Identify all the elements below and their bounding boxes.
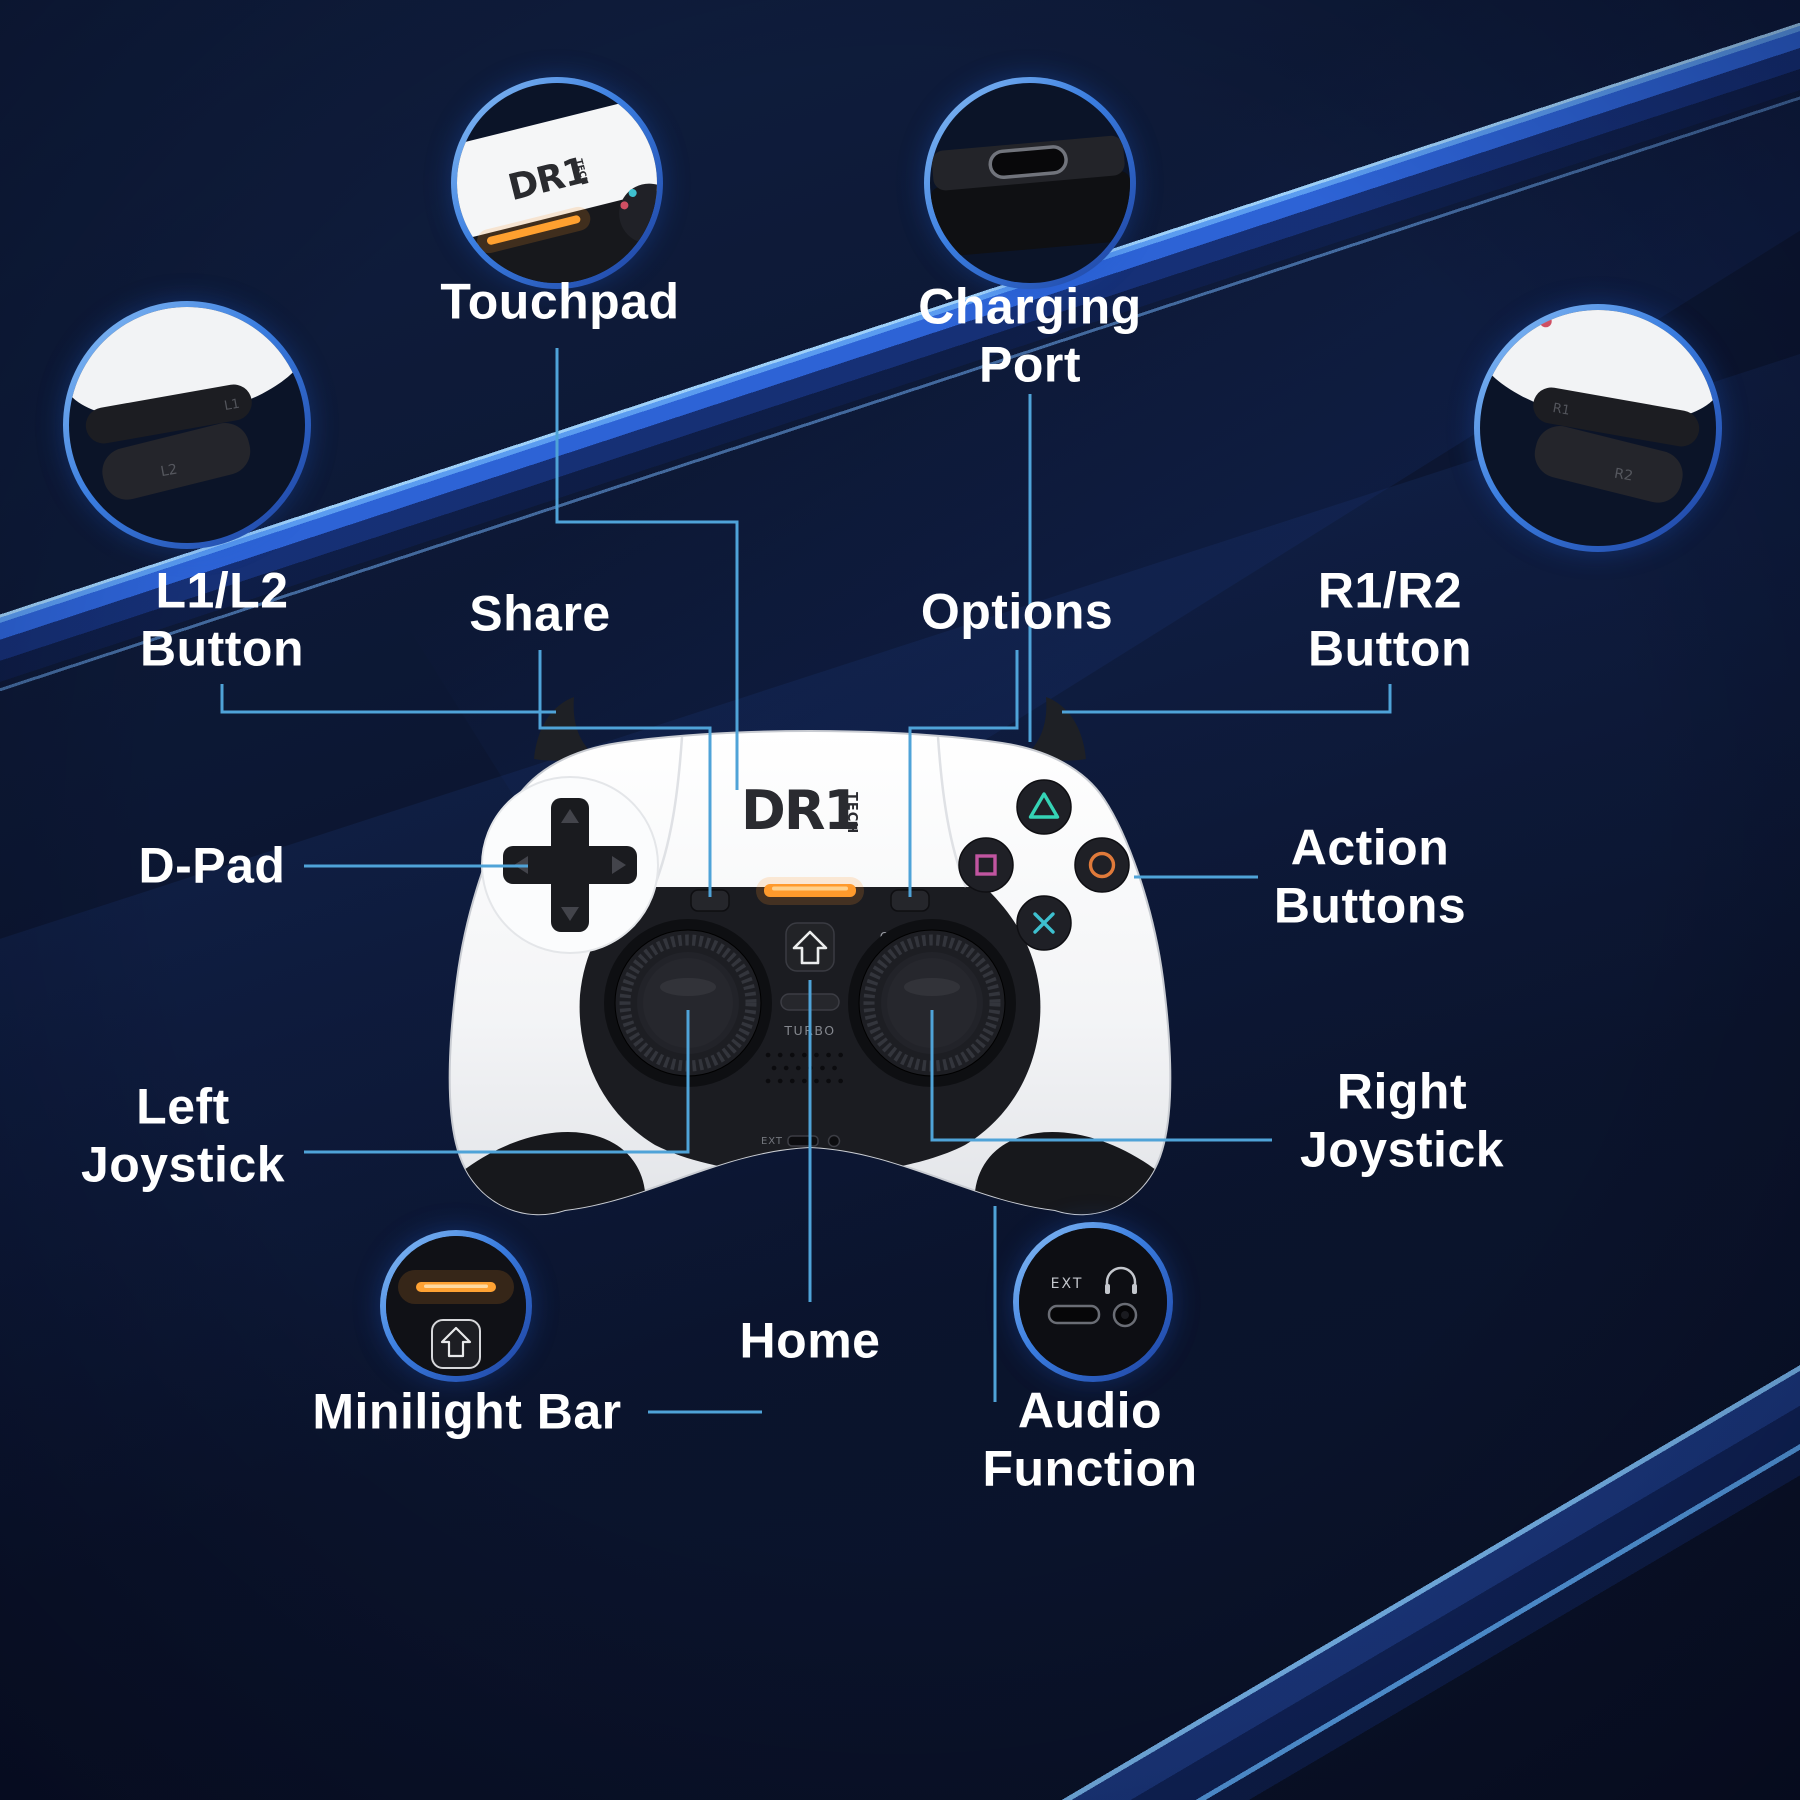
r1r2-inset: R1 R2 [1474, 304, 1722, 552]
ext-port-zoom [1047, 1304, 1101, 1325]
controller-illustration: DR1 TECH [420, 695, 1200, 1235]
label-share: Share [469, 585, 611, 642]
label-home: Home [739, 1312, 881, 1369]
headphone-jack [827, 1134, 841, 1148]
svg-text:EXT: EXT [1051, 1276, 1084, 1292]
svg-text:R2: R2 [1613, 466, 1634, 485]
label-minilight-bar: Minilight Bar [312, 1383, 622, 1440]
touchpad-inset: DR1 TECH [451, 77, 663, 289]
minilight-inset [380, 1230, 532, 1382]
charging-port-inset [924, 77, 1136, 289]
home-arrow-icon [440, 1326, 472, 1358]
brand-logo-sub: TECH [844, 792, 859, 834]
label-dpad: D-Pad [138, 837, 286, 894]
brand-logo: DR1 [741, 779, 859, 842]
home-button [785, 922, 835, 972]
l2-trigger [102, 423, 251, 500]
l1-bumper [85, 384, 252, 444]
l1l2-inset: L1 L2 [63, 301, 311, 549]
r2-trigger [1534, 426, 1683, 503]
home-button-zoom [431, 1319, 481, 1369]
diagonal-stripe-bottom [836, 1175, 1800, 1800]
label-options: Options [920, 583, 1114, 640]
home-arrow-icon [792, 930, 828, 965]
svg-text:L1: L1 [223, 397, 241, 414]
circle-button-icon [1088, 851, 1116, 879]
headphone-icon [1105, 1266, 1137, 1294]
right-joystick [848, 919, 1016, 1087]
svg-text:EXT: EXT [761, 1136, 783, 1147]
usb-c-port [988, 145, 1068, 180]
label-touchpad: Touchpad [440, 273, 680, 330]
cross-button-icon [1033, 912, 1055, 934]
dpad [481, 776, 659, 954]
svg-text:L2: L2 [159, 461, 178, 480]
svg-text:R1: R1 [1551, 401, 1571, 419]
r1-bumper [1533, 387, 1700, 447]
light-bar [756, 877, 864, 905]
audio-inset: EXT [1013, 1222, 1173, 1382]
svg-text:TURBO: TURBO [783, 1023, 835, 1038]
triangle-button-icon [1028, 792, 1060, 819]
left-joystick [604, 919, 772, 1087]
